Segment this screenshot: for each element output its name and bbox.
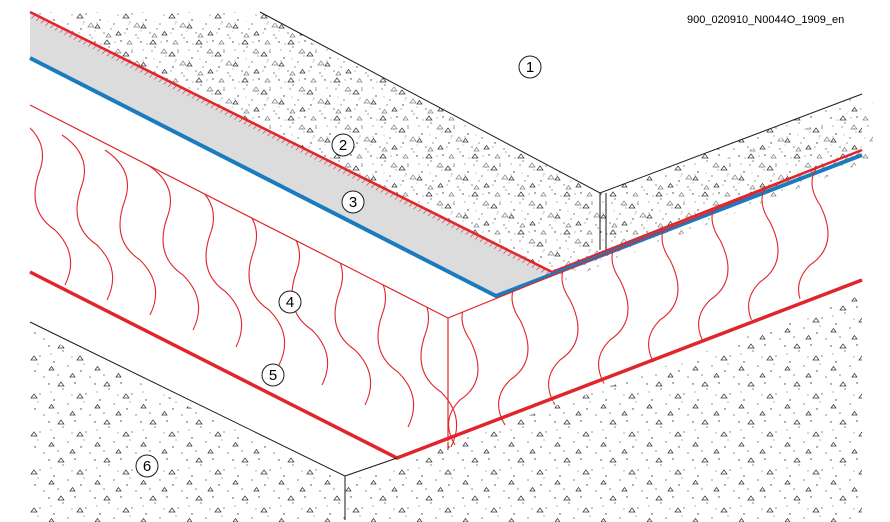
svg-text:3: 3 — [349, 194, 357, 211]
reference-code: 900_020910_N0044O_1909_en — [685, 14, 847, 26]
callout-1: 1 — [518, 55, 542, 79]
base-slab — [29, 295, 862, 522]
svg-text:2: 2 — [339, 137, 347, 154]
svg-text:5: 5 — [269, 367, 277, 384]
svg-text:6: 6 — [143, 458, 151, 475]
insulation — [29, 104, 863, 450]
callout-6: 6 — [135, 454, 159, 478]
callouts: 1 2 3 4 5 6 — [135, 55, 542, 478]
waterproofing-membrane — [29, 56, 863, 299]
callout-5: 5 — [261, 363, 285, 387]
callout-2: 2 — [331, 133, 355, 157]
upper-concrete — [30, 11, 873, 281]
callout-3: 3 — [341, 190, 365, 214]
svg-text:4: 4 — [286, 294, 294, 311]
callout-4: 4 — [278, 290, 302, 314]
svg-text:1: 1 — [526, 59, 534, 76]
